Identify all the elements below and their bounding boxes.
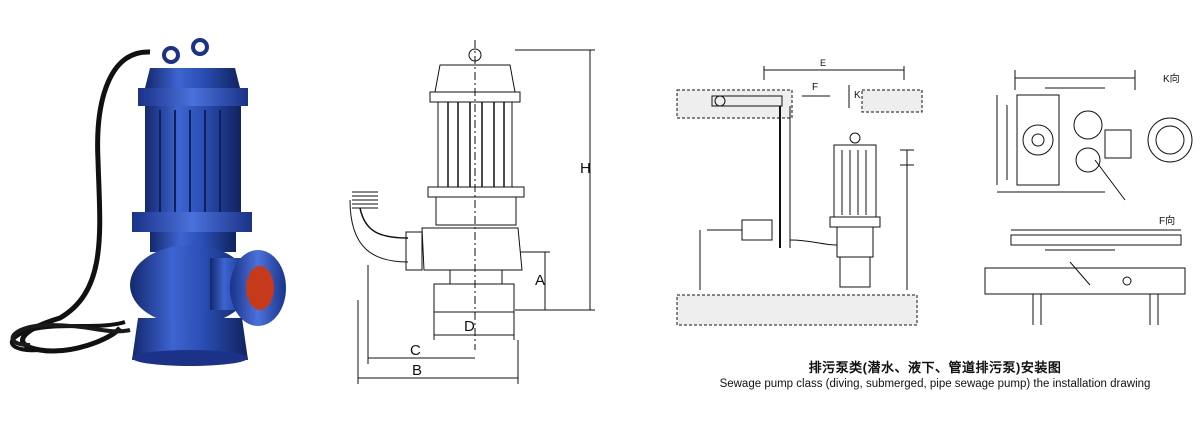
k-view-label: K向 [1163, 74, 1180, 85]
install-label-f: F [812, 82, 819, 93]
install-label-e: E [820, 58, 827, 68]
views-drawing-svg [984, 70, 1193, 325]
installation-drawing-svg [676, 66, 923, 326]
dimension-drawing-svg [349, 40, 595, 384]
caption-chinese: 排污泵类(潜水、液下、管道排污泵)安装图 [808, 360, 1062, 375]
dim-label-b: B [412, 362, 423, 379]
caption-english: Sewage pump class (diving, submerged, pi… [719, 378, 1151, 390]
views-drawing: K向 F向 [975, 0, 1204, 345]
dim-label-d: D [464, 318, 475, 335]
pipe-stub-icon [352, 191, 378, 209]
dim-label-c: C [410, 342, 421, 359]
install-label-k: K [854, 90, 861, 101]
installation-drawing: E F K [672, 0, 932, 350]
pump-illustration [9, 38, 286, 366]
dimension-drawing: H A D C B [340, 0, 620, 417]
f-view-label: F向 [1159, 216, 1176, 227]
dim-label-a: A [535, 272, 546, 289]
pump-photo [0, 0, 300, 417]
dim-label-h: H [580, 160, 591, 177]
